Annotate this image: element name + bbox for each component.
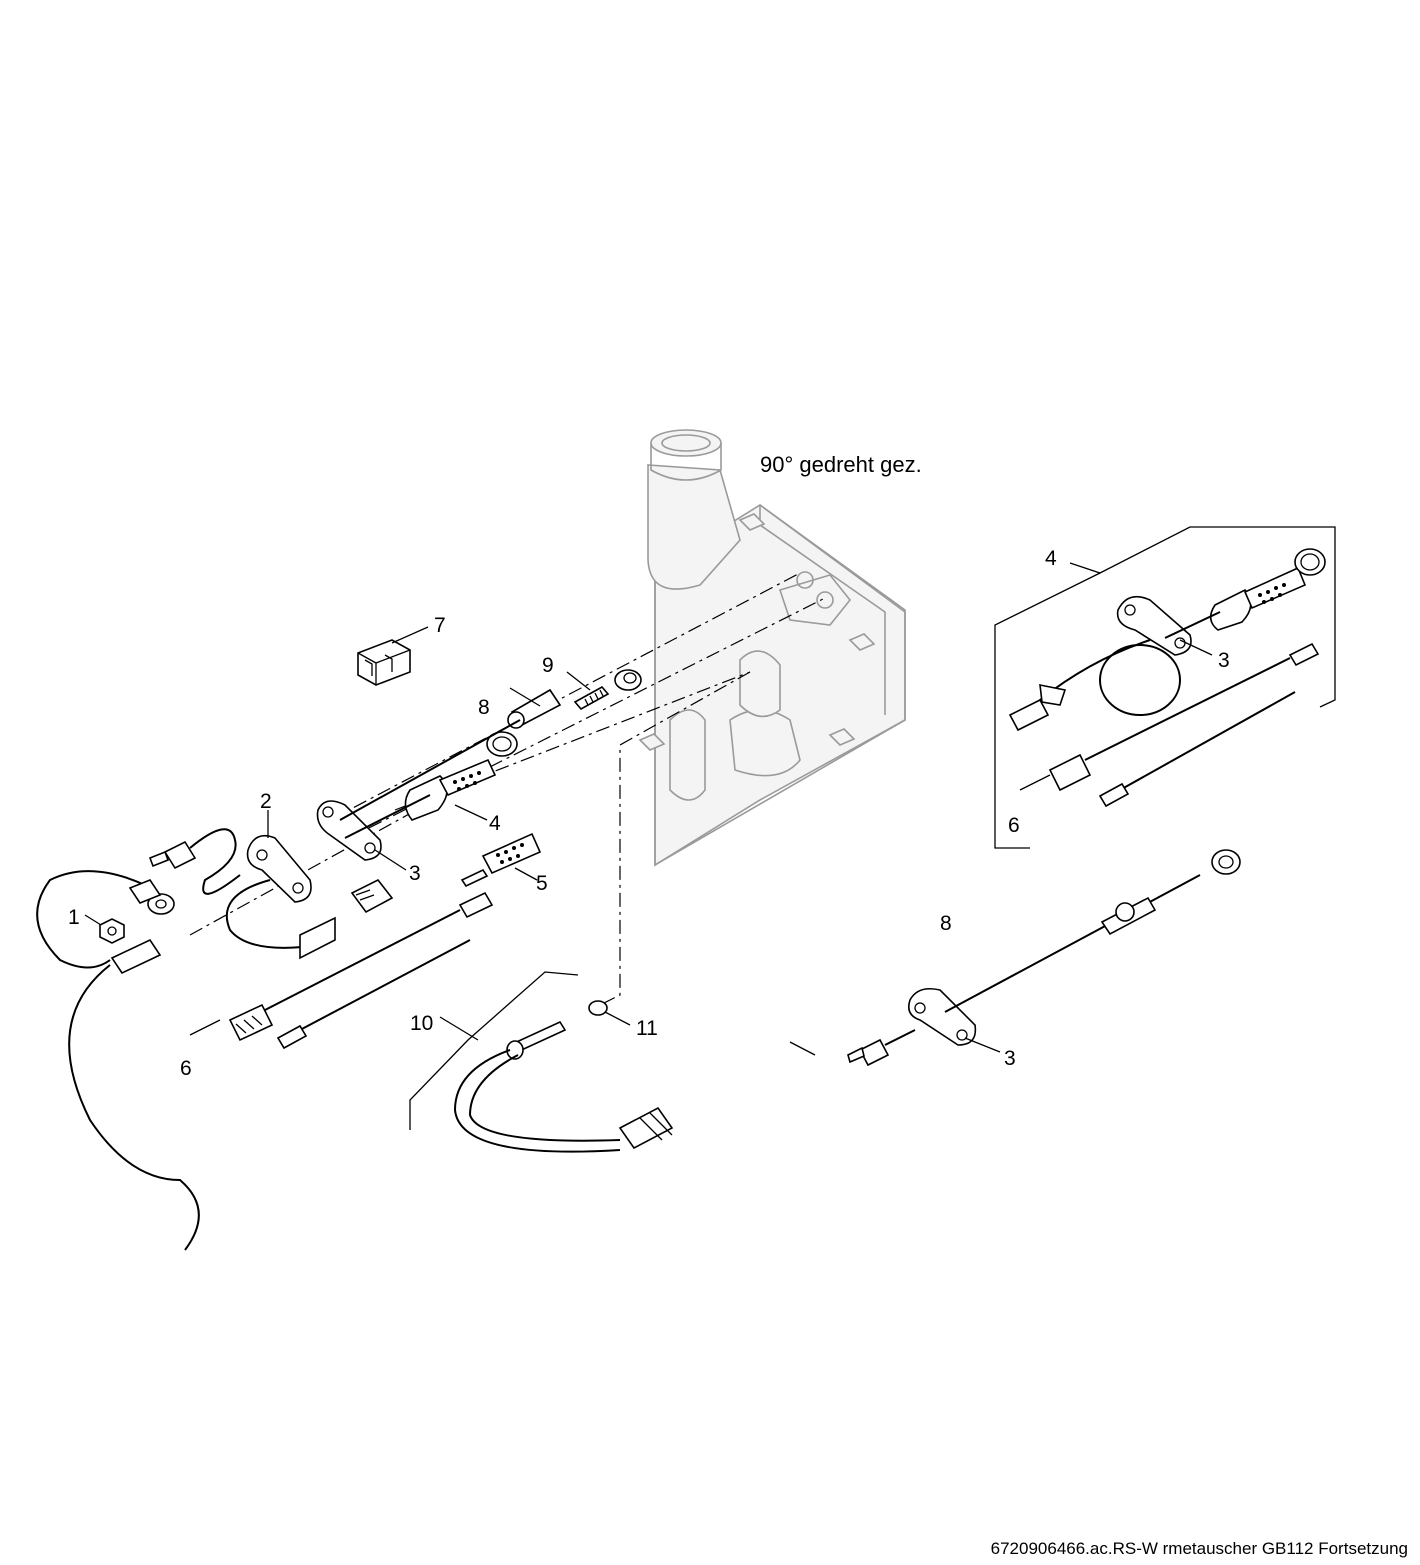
callout-7: 7 (434, 614, 446, 637)
right-assembly-group (994, 526, 1336, 849)
rotation-note: 90° gedreht gez. (760, 452, 922, 477)
callout-4-right: 4 (1045, 547, 1057, 570)
ignition-cable-left (148, 828, 394, 960)
part-8-electrode-upper (507, 687, 562, 729)
callout-2: 2 (260, 790, 272, 813)
callout-labels: 1 2 3 4 5 6 7 8 9 10 11 4 3 6 8 3 (68, 547, 1230, 1080)
part-4-burner-element (404, 731, 518, 821)
part-1-nut-and-ground-cable (36, 870, 200, 1251)
callout-6-right: 6 (1008, 814, 1020, 837)
part-8-electrode-right (789, 849, 1241, 1067)
callout-8-right: 8 (940, 912, 952, 935)
callout-3: 3 (409, 862, 421, 885)
callout-9: 9 (542, 654, 554, 677)
callout-8: 8 (478, 696, 490, 719)
part-3-flange (316, 719, 521, 871)
part-6-plug-left (189, 891, 494, 1050)
part-9-spring (566, 669, 642, 711)
document-reference: 6720906466.ac.RS-W rmetauscher GB112 For… (990, 1539, 1408, 1558)
heat-exchanger-block (638, 429, 906, 867)
callout-11: 11 (636, 1017, 658, 1040)
callout-6: 6 (180, 1057, 192, 1080)
callout-10: 10 (410, 1012, 433, 1035)
callout-1: 1 (68, 906, 80, 929)
part-7-clip (357, 626, 429, 686)
part-5-insert (460, 832, 542, 888)
part-10-sensor (409, 971, 674, 1153)
part-2-bracket (246, 810, 312, 903)
callout-5: 5 (536, 872, 548, 895)
callout-3-right: 3 (1218, 649, 1230, 672)
callout-4: 4 (489, 812, 501, 835)
part-11-o-ring (588, 1000, 631, 1026)
callout-3-lower-right: 3 (1004, 1047, 1016, 1070)
